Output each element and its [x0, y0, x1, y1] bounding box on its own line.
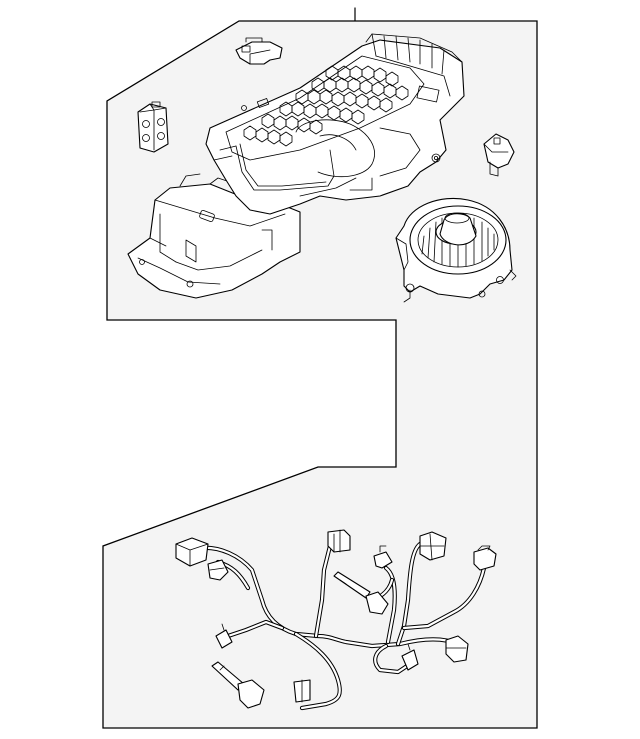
evaporator-grid [243, 65, 409, 147]
harness-connector-right-lower[interactable] [445, 635, 469, 663]
harness-bracket-center[interactable] [373, 545, 393, 569]
harness-connector-top-right[interactable] [419, 531, 447, 561]
wiring-harness[interactable] [175, 529, 497, 711]
blower-motor[interactable] [395, 197, 517, 303]
expansion-valve[interactable] [137, 101, 169, 153]
harness-connector-top-center[interactable] [327, 529, 351, 553]
hvac-case-assembly[interactable] [127, 33, 465, 299]
harness-clip-right[interactable] [401, 643, 419, 671]
harness-sensor-center[interactable] [333, 571, 389, 615]
harness-clip-left[interactable] [215, 623, 233, 649]
harness-sensor-bottom-left[interactable] [211, 661, 265, 709]
harness-connector-left-mid[interactable] [207, 559, 229, 581]
actuator-connector[interactable] [235, 37, 283, 65]
harness-connector-left-top[interactable] [175, 537, 209, 567]
harness-connector-far-right[interactable] [473, 545, 497, 571]
temperature-sensor[interactable] [483, 133, 515, 177]
harness-connector-bottom[interactable] [293, 679, 311, 703]
